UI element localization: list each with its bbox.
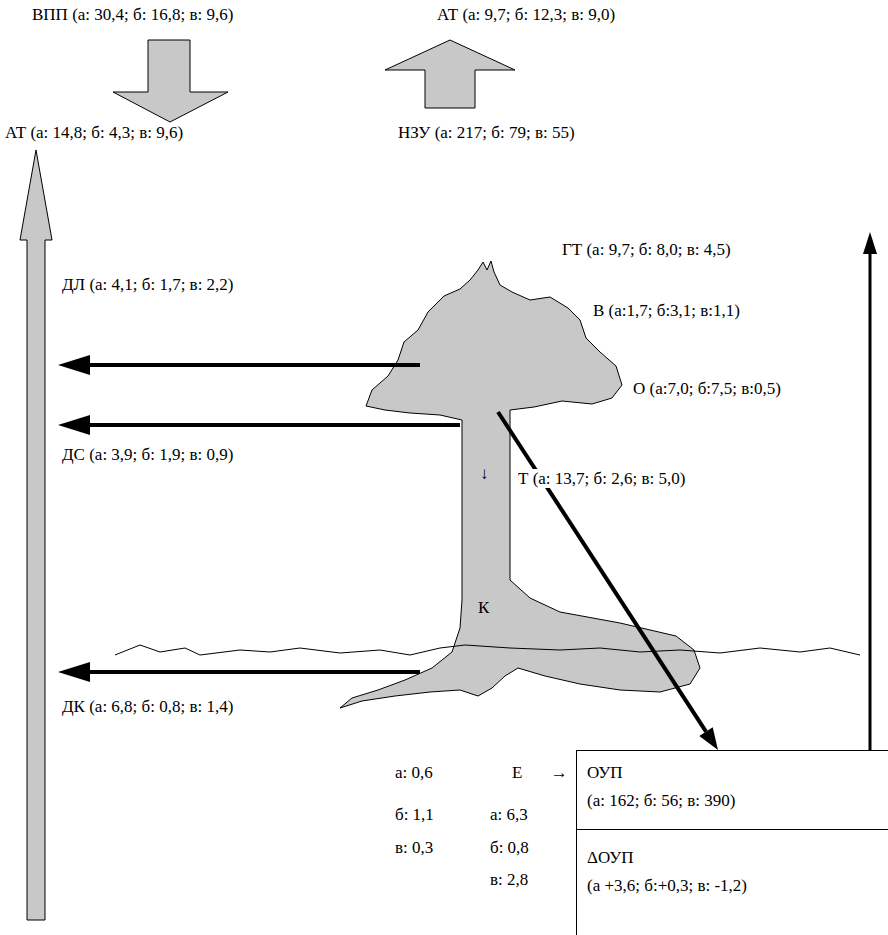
stem-respiration-line	[86, 423, 460, 427]
flux-label: Т (а: 13,7; б: 2,6; в: 5,0)	[516, 469, 687, 488]
flux-label: б: 0,8	[490, 838, 529, 857]
flux-label: ДЛ (а: 4,1; б: 1,7; в: 2,2)	[62, 275, 234, 294]
tree-silhouette	[340, 261, 700, 708]
flux-label: НЗУ (а: 217; б: 79; в: 55)	[398, 123, 575, 142]
flux-label: Е →	[512, 763, 568, 782]
pool-values: (а +3,6; б:+0,3; в: -1,2)	[587, 872, 878, 900]
flux-label: б: 1,1	[395, 805, 434, 824]
arrow-head	[58, 662, 90, 682]
leaf-respiration-line	[86, 363, 420, 367]
pool-heading: ОУП	[587, 759, 878, 787]
flux-label: АТ (а: 14,8; б: 4,3; в: 9,6)	[5, 123, 183, 142]
arrow-head	[863, 232, 877, 254]
flux-label: АТ (а: 9,7; б: 12,3; в: 9,0)	[437, 5, 615, 24]
pool-heading: ΔОУП	[587, 844, 878, 872]
root-respiration-line	[86, 670, 420, 674]
soil-emission-line	[869, 252, 872, 750]
flux-label: В (а:1,7; б:3,1; в:1,1)	[593, 301, 740, 320]
flux-label: О (а:7,0; б:7,5; в:0,5)	[633, 379, 781, 398]
flux-label: в: 2,8	[490, 870, 528, 889]
flux-label: ДС (а: 3,9; б: 1,9; в: 0,9)	[62, 445, 233, 464]
carbon-flow-arrow	[498, 412, 718, 750]
outflow-arrow	[385, 40, 515, 108]
flux-label: ГТ (а: 9,7; б: 8,0; в: 4,5)	[562, 240, 731, 259]
atmosphere-arrow	[20, 150, 52, 920]
carbon-pool-box: ОУП(а: 162; б: 56; в: 390) ΔОУП(а +3,6; б…	[576, 750, 888, 935]
pool-values: (а: 162; б: 56; в: 390)	[587, 787, 878, 815]
arrow-head	[699, 727, 718, 750]
flux-label: ДК (а: 6,8; б: 0,8; в: 1,4)	[62, 697, 233, 716]
arrow-head	[58, 355, 90, 375]
root-label: К	[478, 598, 489, 617]
flux-label: ВПП (а: 30,4; б: 16,8; в: 9,6)	[32, 5, 233, 24]
flux-label: в: 0,3	[395, 838, 433, 857]
flux-label: а: 0,6	[395, 763, 433, 782]
flux-label: а: 6,3	[490, 805, 528, 824]
arrow-head	[58, 415, 90, 435]
inflow-arrow	[113, 40, 228, 122]
flux-label: ↓	[480, 464, 489, 483]
